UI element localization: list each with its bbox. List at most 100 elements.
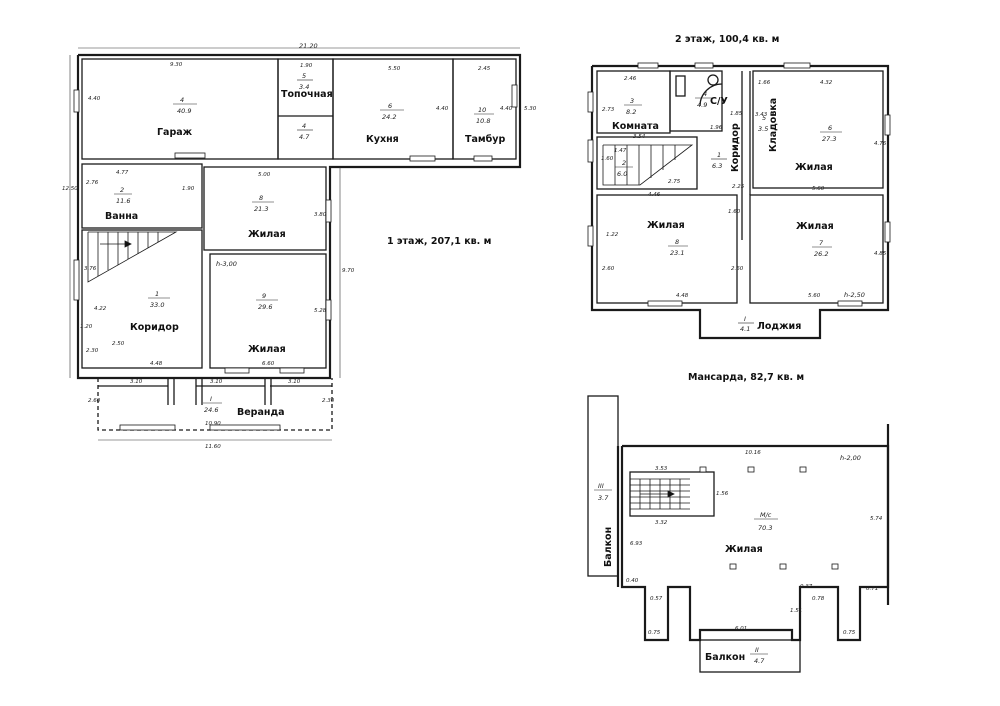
svg-text:3.43: 3.43 bbox=[755, 112, 768, 118]
svg-text:0.40: 0.40 bbox=[626, 578, 639, 584]
svg-text:4.1: 4.1 bbox=[740, 325, 750, 333]
svg-text:10.90: 10.90 bbox=[205, 421, 221, 427]
svg-text:3.10: 3.10 bbox=[288, 379, 301, 385]
svg-text:40.9: 40.9 bbox=[177, 107, 191, 115]
svg-text:3.80: 3.80 bbox=[314, 212, 327, 218]
svg-text:4.76: 4.76 bbox=[874, 141, 887, 147]
svg-text:3.7: 3.7 bbox=[598, 494, 609, 502]
attic-living-label: Жилая bbox=[725, 544, 763, 555]
svg-text:26.2: 26.2 bbox=[814, 250, 828, 258]
balcony-bottom bbox=[699, 639, 801, 673]
svg-text:3.32: 3.32 bbox=[655, 520, 668, 526]
svg-text:1.66: 1.66 bbox=[758, 80, 771, 86]
svg-text:4.22: 4.22 bbox=[94, 306, 107, 312]
svg-text:1.60: 1.60 bbox=[728, 209, 741, 215]
svg-text:0.37: 0.37 bbox=[800, 584, 813, 590]
svg-text:1.56: 1.56 bbox=[716, 491, 729, 497]
svg-text:2: 2 bbox=[120, 186, 124, 194]
svg-text:2.30: 2.30 bbox=[86, 348, 99, 354]
storage-label: Кладовка bbox=[768, 98, 779, 152]
veranda-label: Веранда bbox=[237, 407, 285, 418]
svg-text:5: 5 bbox=[302, 72, 306, 80]
svg-text:6: 6 bbox=[388, 102, 392, 110]
floor1-stair bbox=[87, 231, 178, 283]
svg-text:5.74: 5.74 bbox=[870, 516, 883, 522]
svg-text:1.20: 1.20 bbox=[80, 324, 93, 330]
floor1-plan bbox=[69, 47, 522, 441]
garage-label: Гараж bbox=[157, 127, 193, 138]
svg-text:3.10: 3.10 bbox=[130, 379, 143, 385]
svg-text:24.2: 24.2 bbox=[382, 113, 396, 121]
svg-text:2.25: 2.25 bbox=[732, 184, 745, 190]
floor1-title: 1 этаж, 207,1 кв. м bbox=[387, 236, 491, 247]
svg-text:5: 5 bbox=[762, 114, 766, 122]
svg-text:1.60: 1.60 bbox=[601, 156, 614, 162]
svg-text:23.1: 23.1 bbox=[670, 249, 684, 257]
svg-text:2.75: 2.75 bbox=[668, 179, 681, 185]
corridor-label: Коридор bbox=[130, 322, 179, 333]
room3-label: Комната bbox=[612, 121, 659, 132]
svg-text:3: 3 bbox=[630, 97, 634, 105]
svg-text:9.30: 9.30 bbox=[170, 62, 183, 68]
corridor-room bbox=[81, 229, 203, 369]
svg-text:4.7: 4.7 bbox=[299, 133, 310, 141]
floor2-stair bbox=[602, 144, 694, 186]
svg-text:11.6: 11.6 bbox=[116, 197, 130, 205]
svg-text:6.01: 6.01 bbox=[735, 626, 747, 632]
floor2-title: 2 этаж, 100,4 кв. м bbox=[675, 34, 779, 45]
svg-text:4.7: 4.7 bbox=[754, 657, 765, 665]
living8-f2-room bbox=[596, 194, 738, 304]
bath-room bbox=[81, 163, 203, 229]
svg-text:33.0: 33.0 bbox=[150, 301, 164, 309]
svg-text:0.75: 0.75 bbox=[843, 630, 856, 636]
svg-text:1: 1 bbox=[717, 151, 721, 159]
svg-text:1.90: 1.90 bbox=[182, 186, 195, 192]
svg-text:4.48: 4.48 bbox=[676, 293, 689, 299]
wc-label: С/У bbox=[710, 96, 728, 107]
floor2-height: h-2,50 bbox=[844, 291, 865, 299]
svg-text:9.70: 9.70 bbox=[342, 268, 355, 274]
svg-text:2.45: 2.45 bbox=[478, 66, 491, 72]
svg-text:I: I bbox=[744, 315, 746, 323]
svg-text:5.28: 5.28 bbox=[314, 308, 327, 314]
wc-room bbox=[669, 70, 723, 132]
svg-text:70.3: 70.3 bbox=[758, 524, 772, 532]
attic-plan bbox=[587, 395, 890, 673]
svg-text:4.40: 4.40 bbox=[500, 106, 513, 112]
room2 bbox=[596, 136, 698, 190]
svg-text:1.90: 1.90 bbox=[300, 63, 313, 69]
svg-text:2.30: 2.30 bbox=[322, 398, 335, 404]
kitchen-label: Кухня bbox=[366, 134, 399, 145]
living6-label: Жилая bbox=[795, 162, 833, 173]
svg-text:0.71: 0.71 bbox=[866, 586, 878, 592]
svg-text:4.85: 4.85 bbox=[874, 251, 887, 257]
svg-text:1.22: 1.22 bbox=[606, 232, 619, 238]
svg-text:5.50: 5.50 bbox=[388, 66, 401, 72]
living8-label: Жилая bbox=[248, 229, 286, 240]
svg-text:8.2: 8.2 bbox=[626, 108, 636, 116]
attic-outer-wall bbox=[620, 444, 890, 642]
svg-text:8: 8 bbox=[675, 238, 679, 246]
floor1-height: h-3,00 bbox=[216, 260, 237, 268]
svg-text:5.60: 5.60 bbox=[812, 186, 825, 192]
balcony-bottom-label: Балкон bbox=[705, 652, 745, 663]
svg-text:21.3: 21.3 bbox=[254, 205, 268, 213]
svg-text:10: 10 bbox=[478, 106, 486, 114]
svg-text:6.93: 6.93 bbox=[630, 541, 643, 547]
svg-text:0.75: 0.75 bbox=[648, 630, 661, 636]
svg-text:4.40: 4.40 bbox=[88, 96, 101, 102]
boiler-label: Топочная bbox=[281, 89, 333, 100]
living9-label: Жилая bbox=[248, 344, 286, 355]
svg-text:2.60: 2.60 bbox=[602, 266, 615, 272]
vestibule-label: Тамбур bbox=[465, 134, 505, 145]
svg-text:3.53: 3.53 bbox=[655, 466, 668, 472]
svg-text:4.48: 4.48 bbox=[150, 361, 163, 367]
svg-text:6.60: 6.60 bbox=[262, 361, 275, 367]
svg-text:12.50: 12.50 bbox=[62, 186, 78, 192]
attic-title: Мансарда, 82,7 кв. м bbox=[688, 372, 804, 383]
svg-text:6.0: 6.0 bbox=[617, 170, 627, 178]
svg-text:0.57: 0.57 bbox=[650, 596, 663, 602]
svg-text:4: 4 bbox=[703, 90, 707, 98]
svg-text:II: II bbox=[755, 646, 759, 654]
